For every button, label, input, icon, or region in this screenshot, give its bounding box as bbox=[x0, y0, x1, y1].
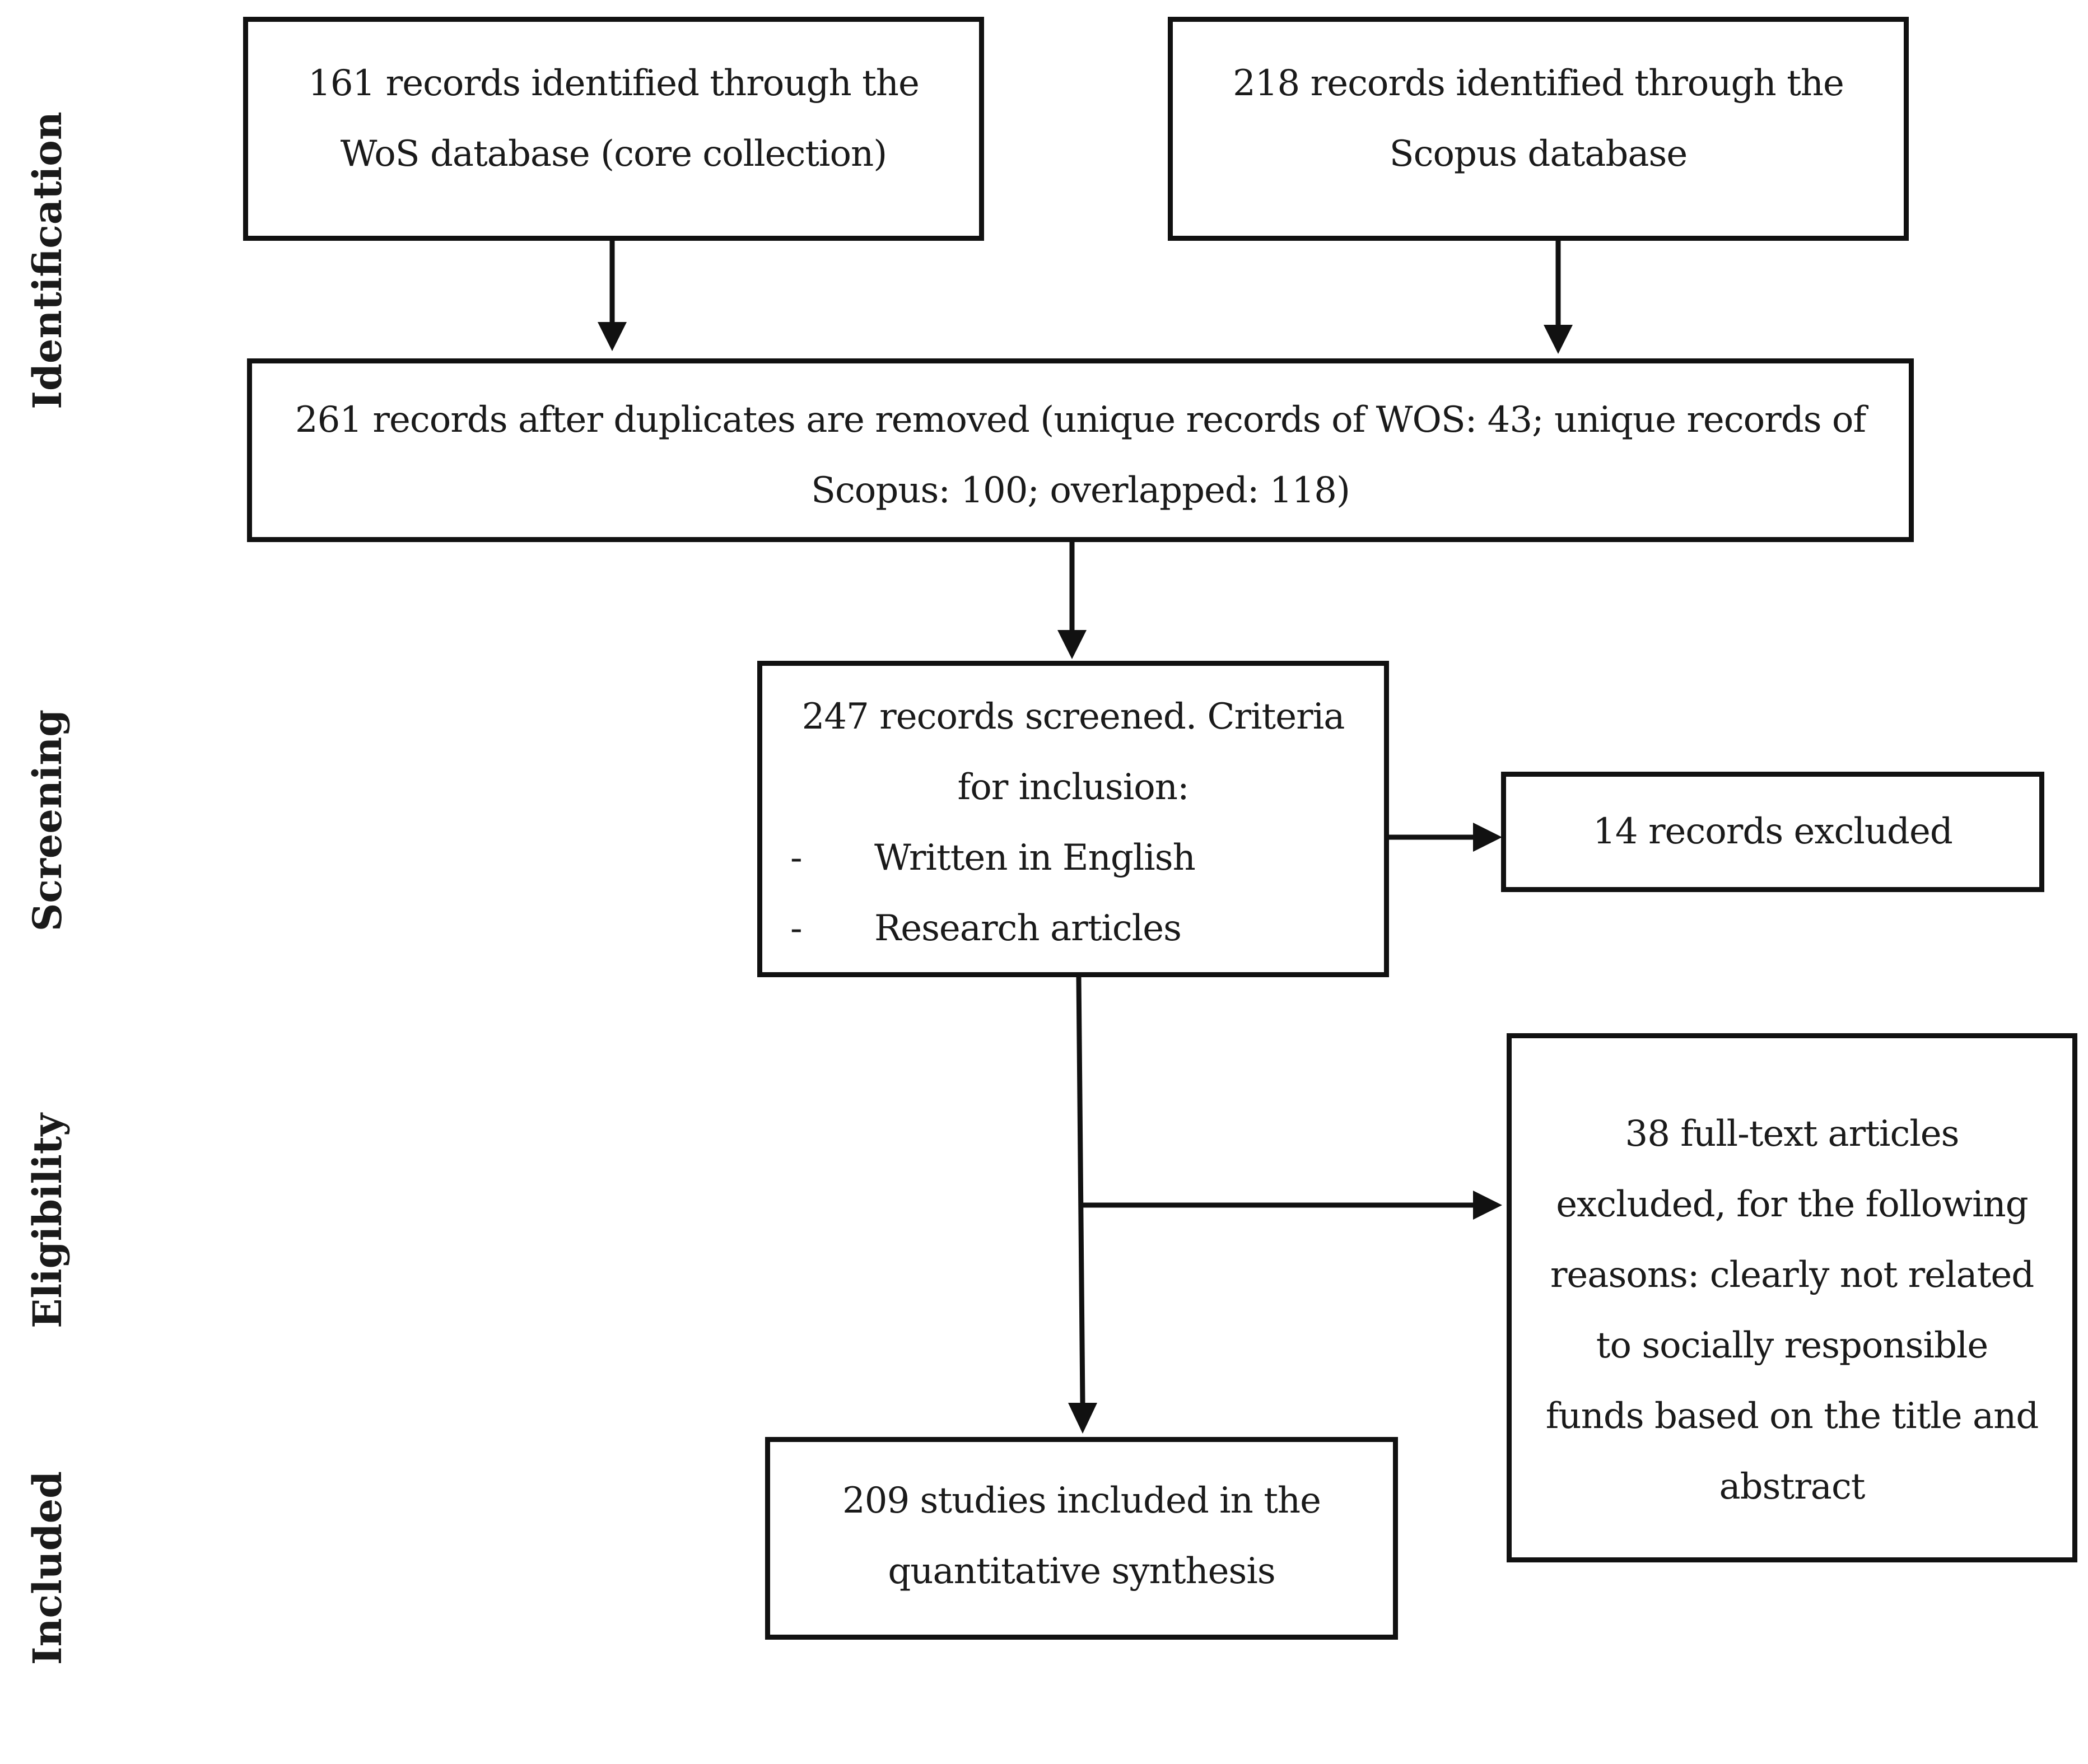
criteria-item: - Written in English bbox=[762, 823, 1384, 893]
criteria-text: Research articles bbox=[874, 908, 1182, 949]
criteria-bullet: - bbox=[790, 837, 803, 879]
box-excluded-line-1: 14 records excluded bbox=[1593, 811, 1953, 852]
arrow-wos-to-dedup bbox=[598, 241, 627, 351]
criteria-bullet: - bbox=[790, 908, 803, 949]
fulltext-line: abstract bbox=[1719, 1466, 1866, 1508]
box-fulltext-excluded: 38 full-text articles excluded, for the … bbox=[1507, 1033, 2077, 1562]
box-studies-included: 209 studies included in the quantitative… bbox=[765, 1437, 1398, 1640]
box-scopus-line-2: Scopus database bbox=[1389, 133, 1688, 175]
box-wos-records: 161 records identified through the WoS d… bbox=[243, 17, 984, 241]
flow-connectors bbox=[598, 241, 1573, 1434]
box-wos-line-1: 161 records identified through the bbox=[308, 63, 920, 104]
criteria-text: Written in English bbox=[874, 837, 1196, 879]
box-dedup-line-2: Scopus: 100; overlapped: 118) bbox=[811, 470, 1350, 511]
arrow-dedup-to-screened bbox=[1057, 542, 1087, 659]
arrow-screened-to-included bbox=[1068, 977, 1097, 1434]
box-screened-line-2: for inclusion: bbox=[957, 767, 1190, 808]
arrow-screened-to-excluded bbox=[1386, 823, 1502, 852]
fulltext-line: reasons: clearly not related bbox=[1550, 1254, 2034, 1296]
fulltext-line: to socially responsible bbox=[1596, 1325, 1989, 1366]
box-dedup-line-1: 261 records after duplicates are removed… bbox=[295, 399, 1866, 441]
fulltext-line: excluded, for the following bbox=[1556, 1184, 2028, 1225]
box-included-line-2: quantitative synthesis bbox=[888, 1551, 1275, 1592]
box-scopus-line-1: 218 records identified through the bbox=[1233, 63, 1844, 104]
fulltext-line: 38 full-text articles bbox=[1625, 1113, 1960, 1155]
box-records-after-dedup: 261 records after duplicates are removed… bbox=[247, 358, 1914, 542]
box-records-screened: 247 records screened. Criteria for inclu… bbox=[757, 661, 1389, 977]
box-screened-line-1: 247 records screened. Criteria bbox=[801, 696, 1345, 738]
box-included-line-1: 209 studies included in the bbox=[842, 1480, 1321, 1522]
box-scopus-records: 218 records identified through the Scopu… bbox=[1168, 17, 1909, 241]
box-wos-line-2: WoS database (core collection) bbox=[340, 133, 887, 175]
criteria-item: - Research articles bbox=[762, 893, 1384, 964]
box-records-excluded: 14 records excluded bbox=[1501, 772, 2044, 892]
arrow-branch-to-fulltext-excluded bbox=[1080, 1191, 1502, 1220]
fulltext-line: funds based on the title and bbox=[1545, 1396, 2039, 1437]
arrow-scopus-to-dedup bbox=[1544, 241, 1573, 354]
